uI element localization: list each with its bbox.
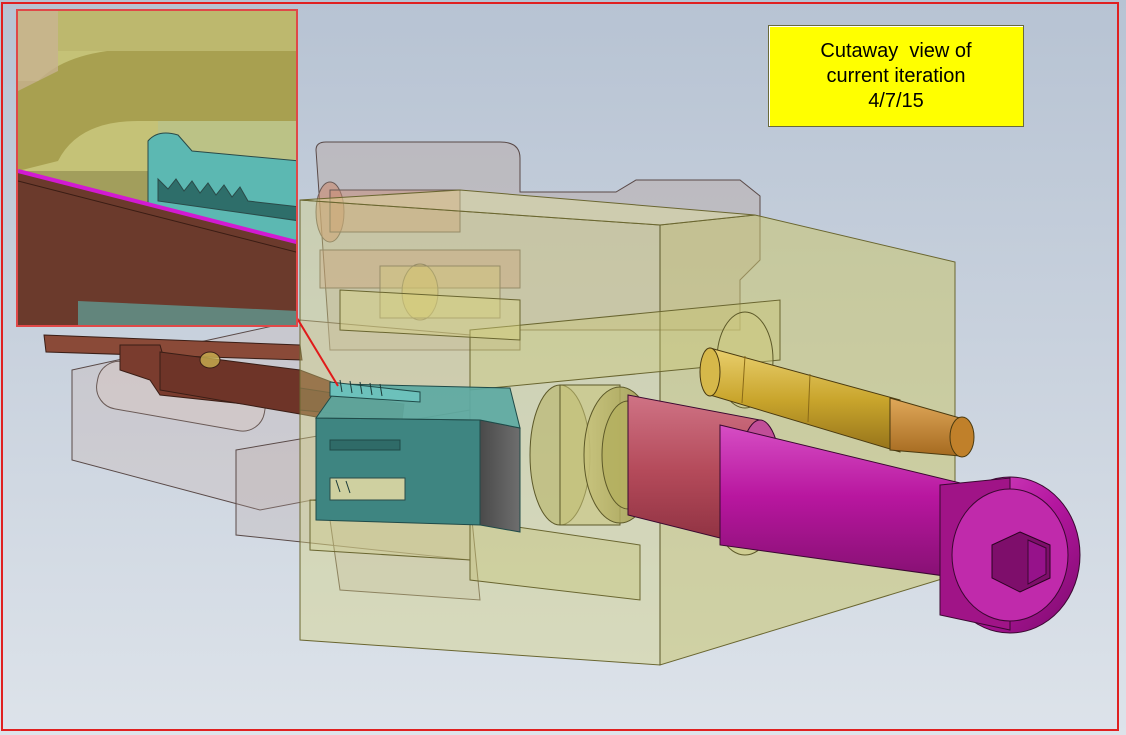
caption-box: Cutaway view of current iteration 4/7/15 [768, 25, 1024, 127]
caption-line-3: 4/7/15 [868, 89, 924, 112]
detail-inset-drawing [18, 11, 296, 325]
socket-head-screw [627, 394, 1081, 634]
detail-inset [16, 9, 298, 327]
dowel-pin [699, 347, 975, 458]
caption-line-2: current iteration [826, 64, 966, 87]
caption-line-1: Cutaway view of [820, 39, 972, 62]
cutaway-clip [315, 379, 521, 533]
